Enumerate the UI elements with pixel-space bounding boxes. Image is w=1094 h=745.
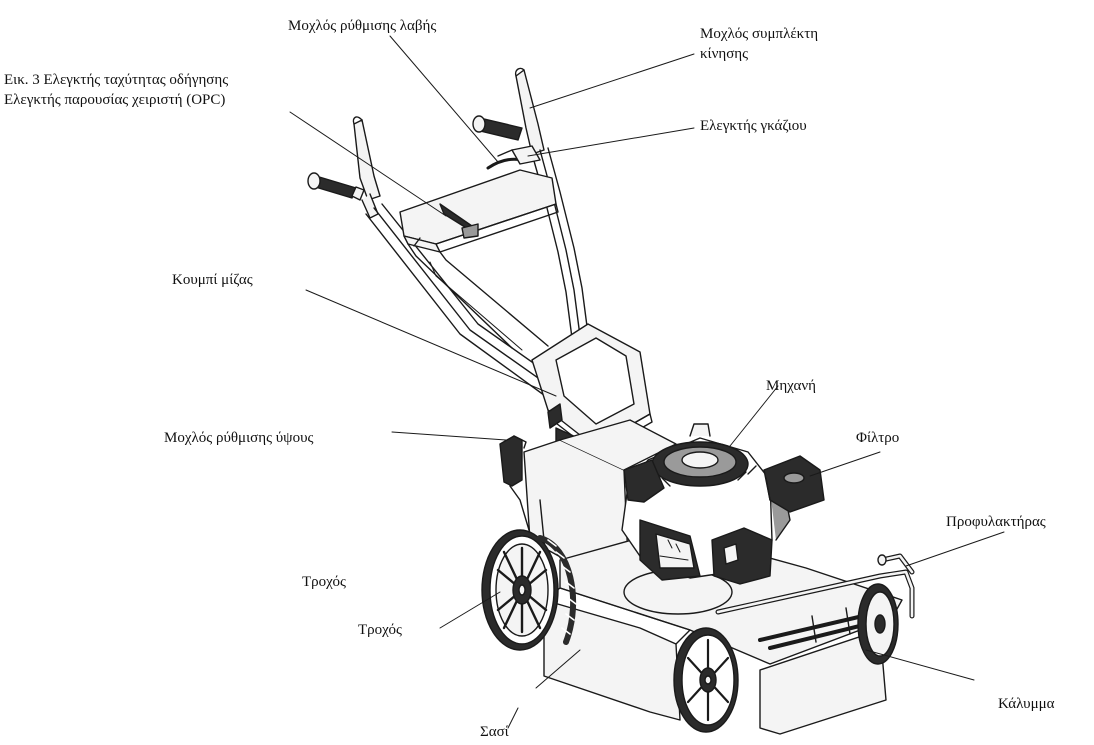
- leader-chassis: [507, 707, 519, 729]
- label-wheel-1: Τροχός: [302, 574, 346, 590]
- rear-wheel: [481, 529, 577, 651]
- leader-filter: [809, 451, 881, 477]
- label-drive-clutch-lever-line1: Μοχλός συμπλέκτη: [700, 26, 819, 42]
- engine: [621, 423, 791, 615]
- air-filter: [763, 455, 825, 513]
- front-wheel-right: [857, 583, 899, 665]
- left-grip: [307, 172, 365, 201]
- leader-drive-clutch-lever: [529, 53, 695, 109]
- label-filter: Φίλτρο: [856, 430, 900, 446]
- leader-start-button: [305, 289, 557, 397]
- label-speed-control-text: Ελεγκτής ταχύτητας οδήγησης: [43, 72, 229, 88]
- label-engine: Μηχανή: [766, 378, 816, 394]
- label-throttle-control: Ελεγκτής γκάζιου: [700, 118, 807, 134]
- label-start-button: Κουμπί μίζας: [172, 272, 253, 288]
- leader-throttle-control: [527, 127, 695, 157]
- label-wheel-2: Τροχός: [358, 622, 402, 638]
- right-grip: [472, 115, 523, 141]
- label-drive-clutch-lever-line2: κίνησης: [700, 46, 749, 62]
- leader-chassis-plate: [535, 649, 581, 689]
- leader-cover: [865, 649, 975, 681]
- leader-engine: [729, 385, 779, 447]
- label-opc-control: Ελεγκτής παρουσίας χειριστή (OPC): [4, 92, 226, 108]
- leader-handle-adjust-lever: [389, 35, 499, 163]
- label-handle-adjust-lever: Μοχλός ρύθμισης λαβής: [288, 18, 437, 34]
- label-speed-control: Εικ. 3 Ελεγκτής ταχύτητας οδήγησης: [4, 70, 228, 90]
- label-height-adjust-lever: Μοχλός ρύθμισης ύψους: [164, 430, 314, 446]
- leader-wheel: [439, 591, 501, 629]
- leader-speed-control: [289, 111, 447, 217]
- label-bumper: Προφυλακτήρας: [946, 514, 1046, 530]
- label-chassis: Σασί: [480, 724, 509, 740]
- leader-bumper: [905, 531, 1005, 567]
- leader-lines: [289, 35, 1005, 729]
- front-wheel-left: [673, 627, 739, 733]
- handle-assembly: [307, 67, 589, 399]
- leader-height-adjust-lever: [391, 431, 507, 441]
- figure-caption: Εικ. 3: [4, 72, 40, 88]
- label-cover: Κάλυμμα: [998, 696, 1055, 712]
- chassis-plate: [543, 599, 681, 721]
